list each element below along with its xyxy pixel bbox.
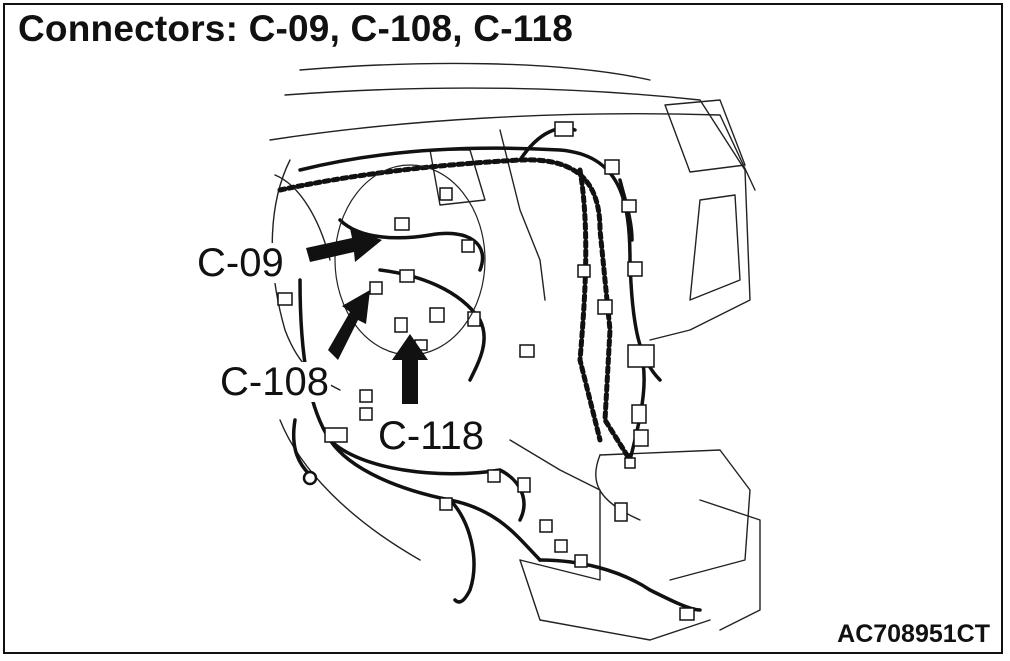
connector-block bbox=[461, 239, 475, 253]
connector-block bbox=[631, 404, 647, 424]
glovebox-window bbox=[664, 99, 746, 173]
connector-block bbox=[429, 307, 445, 323]
connector-block bbox=[487, 469, 501, 483]
callout-label-c-09: C-09 bbox=[195, 241, 286, 285]
lower-dash-edge bbox=[279, 419, 421, 561]
connector-block bbox=[324, 427, 348, 443]
connector-area-ring bbox=[334, 164, 486, 356]
connector-block bbox=[614, 502, 628, 522]
connector-block bbox=[627, 261, 643, 277]
connector-block bbox=[597, 299, 613, 315]
diagram-frame bbox=[3, 3, 1003, 654]
center-vent bbox=[429, 149, 486, 206]
floor-console bbox=[509, 439, 601, 581]
connector-block bbox=[577, 264, 591, 278]
connector-block bbox=[604, 159, 620, 175]
connector-block bbox=[574, 554, 588, 568]
connector-block bbox=[633, 429, 649, 447]
grommet bbox=[302, 470, 318, 486]
arrow-c-108 bbox=[328, 290, 370, 360]
console-base bbox=[519, 559, 711, 641]
connector-block bbox=[539, 519, 553, 533]
dash-top-curve bbox=[284, 87, 746, 171]
harness-wire-e bbox=[448, 498, 476, 604]
harness-wire-upper bbox=[298, 146, 662, 382]
connector-block bbox=[554, 539, 568, 553]
connector-block bbox=[394, 317, 408, 333]
connector-block bbox=[399, 269, 415, 283]
arrow-c-09 bbox=[306, 228, 382, 262]
connector-block bbox=[439, 187, 453, 201]
figure-code: AC708951CT bbox=[837, 620, 990, 648]
connector-block bbox=[624, 457, 636, 469]
connector-block bbox=[277, 292, 293, 306]
connector-block bbox=[519, 344, 535, 358]
callout-label-c-118: C-118 bbox=[376, 414, 486, 458]
arrow-c-118 bbox=[392, 334, 428, 404]
connector-block bbox=[467, 311, 481, 327]
connector-block bbox=[439, 497, 453, 511]
center-edge bbox=[499, 129, 546, 301]
connector-block bbox=[621, 199, 637, 213]
harness-wire-f bbox=[538, 558, 702, 612]
diagram-title: Connectors: C-09, C-108, C-118 bbox=[18, 8, 574, 49]
connector-block bbox=[359, 389, 373, 403]
connector-block bbox=[369, 281, 383, 295]
connector-block bbox=[517, 477, 531, 493]
connector-block bbox=[627, 344, 655, 368]
connector-block bbox=[359, 407, 373, 421]
connector-block bbox=[394, 217, 410, 231]
harness-wire-d bbox=[328, 438, 526, 522]
side-panel bbox=[649, 169, 751, 341]
side-panel-inner bbox=[689, 194, 741, 301]
console-box bbox=[599, 449, 751, 581]
console-side bbox=[699, 499, 761, 631]
dash-top-edge bbox=[299, 62, 651, 81]
dash-upper-panel bbox=[269, 113, 756, 191]
connector-block bbox=[554, 121, 574, 137]
connector-block bbox=[679, 607, 695, 621]
callout-label-c-108: C-108 bbox=[218, 360, 331, 404]
